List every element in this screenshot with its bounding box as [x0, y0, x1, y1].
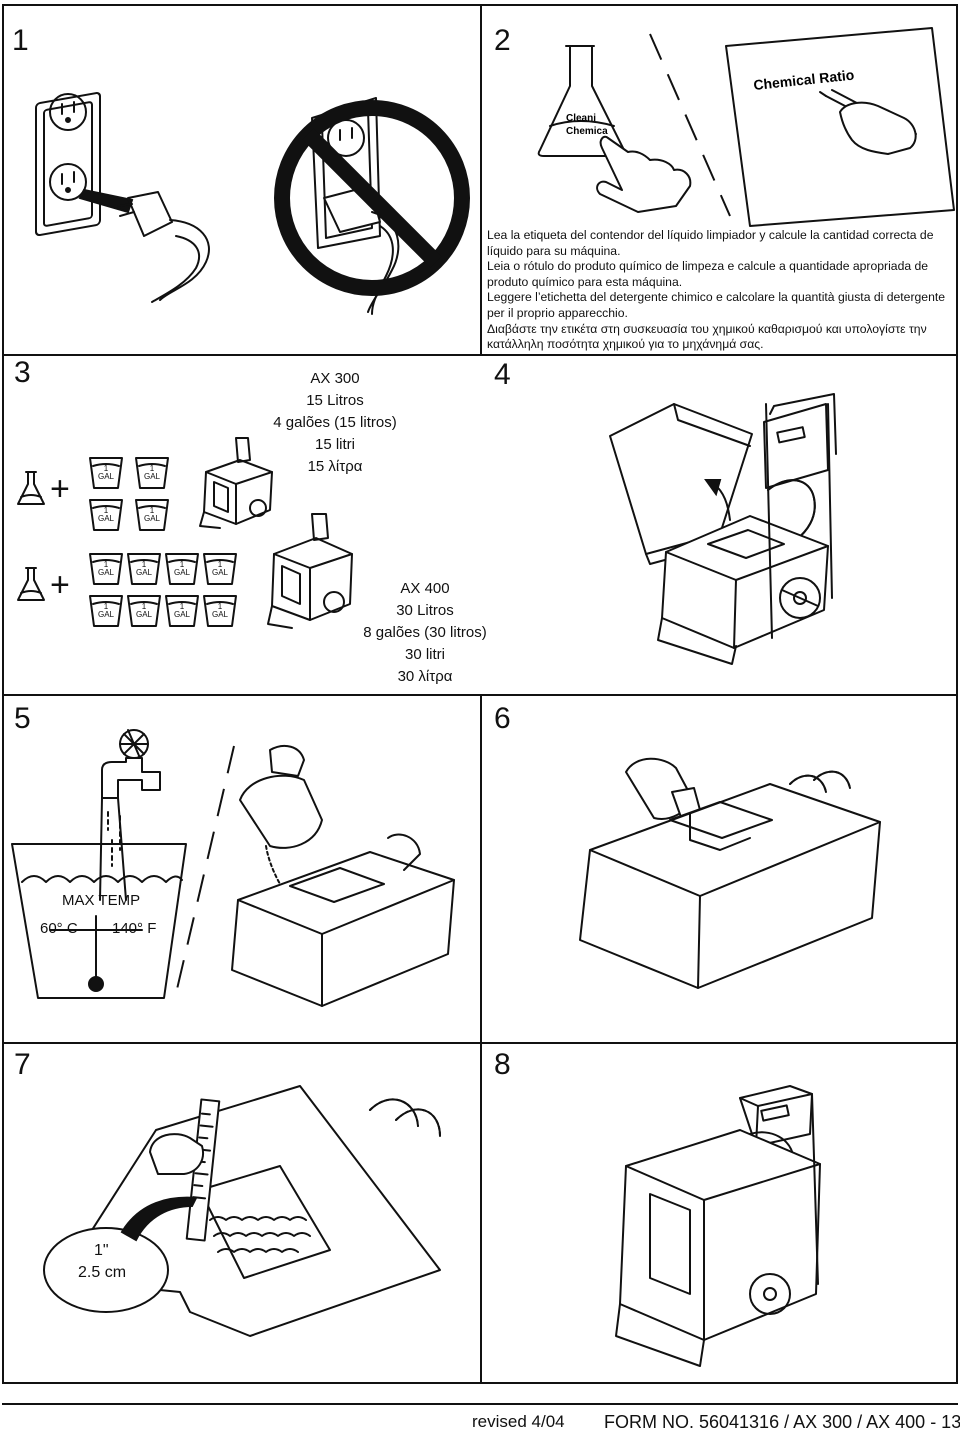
- ax400-galoes: 8 galões (30 litros): [363, 624, 487, 641]
- gal-unit: GAL: [97, 610, 114, 619]
- gal-unit: GAL: [173, 610, 190, 619]
- gal-unit: GAL: [135, 610, 152, 619]
- grid-divider-vertical-top: [480, 4, 482, 354]
- gal-unit: GAL: [143, 514, 160, 523]
- step-number-6: 6: [494, 702, 511, 735]
- grid-divider-vertical-7-8: [480, 1042, 482, 1384]
- gal-qty: 1: [103, 560, 109, 569]
- prohibited-icon: [274, 100, 470, 296]
- worksheet-label: Chemical Ratio: [753, 66, 855, 92]
- ax300-plus-sign: +: [50, 470, 70, 508]
- gal-qty: 1: [217, 560, 223, 569]
- gal-unit: GAL: [143, 472, 160, 481]
- flask-label-1: Cleani: [566, 113, 596, 124]
- revision-date: revised 4/04: [472, 1412, 565, 1431]
- fill-water-illustration: [11, 729, 455, 1007]
- temp-celsius: 60° C: [40, 920, 78, 937]
- step-number-5: 5: [14, 702, 31, 735]
- pointing-hand-icon: [596, 135, 692, 213]
- wall-outlet-icon: [35, 91, 101, 237]
- ax300-machine-icon: [199, 437, 273, 529]
- faucet-icon: [101, 729, 161, 799]
- gallon-jug-icon: [135, 457, 169, 489]
- step-number-8: 8: [494, 1048, 511, 1081]
- gal-unit: GAL: [211, 610, 228, 619]
- ax400-litri: 30 litri: [404, 646, 445, 663]
- gal-qty: 1: [103, 464, 109, 473]
- gal-qty: 1: [103, 506, 109, 515]
- pour-bottle-icon: [239, 744, 323, 917]
- step-number-2: 2: [494, 24, 511, 57]
- footer-rule: [2, 1403, 958, 1405]
- ax400-capacity: AX 400 30 Litros 8 galões (30 litros) 30…: [340, 578, 510, 688]
- gallon-jug-icon: [135, 499, 169, 531]
- gal-qty: 1: [217, 602, 223, 611]
- gal-qty: 1: [141, 560, 147, 569]
- ax300-galoes: 4 galões (15 litros): [273, 414, 397, 431]
- instruction-el: Διαβάστε την ετικέτα στη συσκευασία του …: [487, 321, 927, 352]
- gal-qty: 1: [141, 602, 147, 611]
- temp-fahrenheit: 140° F: [112, 920, 157, 937]
- flask-label-2: Chemica: [566, 126, 608, 137]
- depth-inches: 1": [94, 1242, 109, 1259]
- gal-unit: GAL: [211, 568, 228, 577]
- ax300-capacity: AX 300 15 Litros 4 galões (15 litros) 15…: [250, 368, 420, 478]
- step-number-7: 7: [14, 1048, 31, 1081]
- ax300-flask-icon: [17, 471, 45, 505]
- gal-unit: GAL: [173, 568, 190, 577]
- ax400-litra: 30 λίτρα: [397, 668, 453, 685]
- gal-unit: GAL: [97, 472, 114, 481]
- gal-qty: 1: [179, 602, 185, 611]
- instruction-it: Leggere l’etichetta del detergente chimi…: [487, 290, 946, 320]
- add-chemical-illustration: [579, 757, 881, 989]
- gal-unit: GAL: [97, 568, 114, 577]
- ax400-model: AX 400: [400, 580, 450, 597]
- gal-qty: 1: [179, 560, 185, 569]
- depth-centimeters: 2.5 cm: [78, 1264, 127, 1281]
- gal-unit: GAL: [97, 514, 114, 523]
- grid-divider-vertical-5-6: [480, 694, 482, 1042]
- closed-machine-illustration: [615, 1085, 821, 1367]
- unplug-illustration: [35, 91, 470, 315]
- ax400-gallon-grid: [89, 553, 237, 627]
- gallon-jug-icon: [89, 499, 123, 531]
- chemical-illustration: Cleani Chemica Chemical Ratio: [537, 27, 955, 227]
- ax300-litri: 15 litri: [314, 436, 355, 453]
- max-temp-label: MAX TEMP: [62, 892, 141, 909]
- step-number-4: 4: [494, 358, 511, 391]
- ax400-flask-icon: [17, 567, 45, 601]
- instruction-es: Lea la etiqueta del contendor del líquid…: [487, 228, 934, 258]
- gal-qty: 1: [103, 602, 109, 611]
- measure-depth-illustration: [43, 1085, 441, 1337]
- gal-qty: 1: [149, 464, 155, 473]
- gal-unit: GAL: [135, 568, 152, 577]
- ax400-machine-icon: [267, 513, 353, 629]
- gal-qty: 1: [149, 506, 155, 515]
- gallon-jug-icon: [89, 457, 123, 489]
- ax300-gallon-grid: [89, 457, 169, 531]
- instruction-pt: Leia o rótulo do produto químico de limp…: [487, 259, 929, 289]
- step-number-3: 3: [14, 356, 31, 389]
- ax300-litra: 15 λίτρα: [307, 458, 363, 475]
- ax400-plus-sign: +: [50, 566, 70, 604]
- power-plug-icon: [78, 188, 210, 303]
- flask-icon: [537, 45, 627, 157]
- step-number-1: 1: [12, 24, 29, 57]
- step2-instructions: Lea la etiqueta del contendor del líquid…: [487, 228, 955, 353]
- pencil-hand-icon: [819, 89, 917, 155]
- ax400-litros: 30 Litros: [396, 602, 454, 619]
- open-tank-illustration: [609, 393, 837, 665]
- form-number: FORM NO. 56041316 / AX 300 / AX 400 - 13: [604, 1412, 960, 1432]
- ax300-litros: 15 Litros: [306, 392, 364, 409]
- worksheet-icon: [725, 27, 955, 227]
- grid-divider-h1: [2, 354, 958, 356]
- ax300-model: AX 300: [310, 370, 360, 387]
